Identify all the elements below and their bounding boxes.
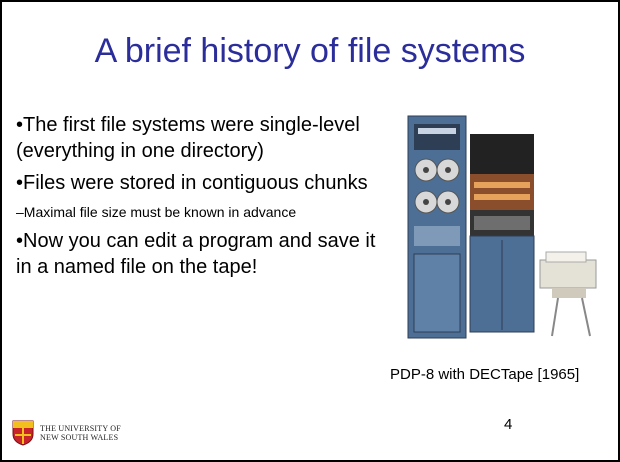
university-logo: THE UNIVERSITY OF NEW SOUTH WALES	[12, 420, 121, 446]
slide-title: A brief history of file systems	[94, 32, 526, 70]
bullet-item: •Files were stored in contiguous chunks	[16, 172, 368, 194]
university-name: THE UNIVERSITY OF NEW SOUTH WALES	[40, 424, 121, 442]
bullet-item: •The first file systems were single-leve…	[16, 114, 360, 162]
bullet-item: •Now you can edit a program and save it …	[16, 230, 376, 278]
university-name-line1: THE UNIVERSITY OF	[40, 424, 121, 433]
pdp8-computer-image	[407, 115, 597, 339]
sub-bullet-item: –Maximal file size must be known in adva…	[16, 204, 297, 220]
page-number: 4	[504, 416, 513, 433]
unsw-crest-icon	[12, 420, 34, 446]
bullet-list: •The first file systems were single-leve…	[16, 112, 396, 286]
university-name-line2: NEW SOUTH WALES	[40, 433, 119, 442]
image-caption: PDP-8 with DECTape [1965]	[390, 366, 580, 383]
